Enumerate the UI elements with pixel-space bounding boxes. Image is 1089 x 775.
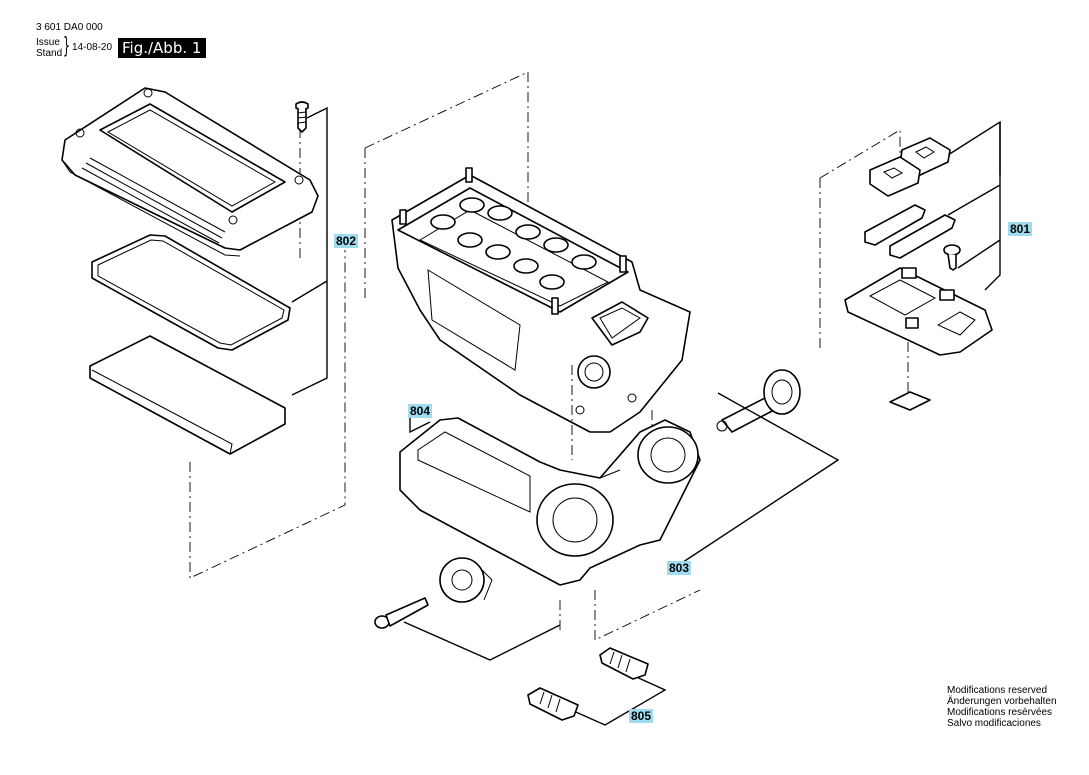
cover-frame (61, 87, 319, 257)
callout-801[interactable]: 801 (1008, 222, 1033, 236)
handle-frame (399, 417, 701, 586)
knob-left (439, 557, 493, 603)
plate (89, 335, 286, 455)
group-805 (527, 647, 667, 726)
group-802 (61, 87, 346, 579)
gasket (91, 234, 291, 351)
notice-line-en: Modifications reserved (947, 685, 1048, 696)
mount-base (844, 267, 993, 356)
stand-label: Stand (36, 48, 63, 59)
issue-date: 14-08-20 (72, 42, 113, 53)
group-804-803 (374, 365, 840, 661)
notice-line-fr: Modifications resérvées (947, 707, 1053, 718)
notice-line-de: Änderungen vorbehalten (947, 696, 1057, 707)
knob-right (716, 369, 801, 433)
foot-1 (527, 687, 579, 721)
screw-803 (374, 597, 429, 629)
modifications-notice: Modifications reserved Änderungen vorbeh… (947, 685, 1057, 729)
group-801 (819, 120, 1001, 411)
issue-label: Issue (36, 37, 60, 48)
mount-rails (864, 204, 956, 259)
callout-805[interactable]: 805 (629, 709, 654, 723)
main-housing (364, 71, 691, 433)
screw-802 (295, 101, 309, 133)
screw-801 (943, 244, 961, 271)
mount-block-top (869, 137, 951, 197)
figure-title: Fig./Abb. 1 (118, 38, 206, 58)
notice-line-es: Salvo modificaciones (947, 718, 1041, 729)
mount-pad (889, 391, 931, 411)
callout-803[interactable]: 803 (667, 561, 692, 575)
brace: } (63, 34, 70, 59)
foot-2 (599, 647, 649, 680)
part-number: 3 601 DA0 000 (36, 22, 103, 33)
callout-802[interactable]: 802 (334, 234, 359, 248)
callout-804[interactable]: 804 (408, 404, 433, 418)
